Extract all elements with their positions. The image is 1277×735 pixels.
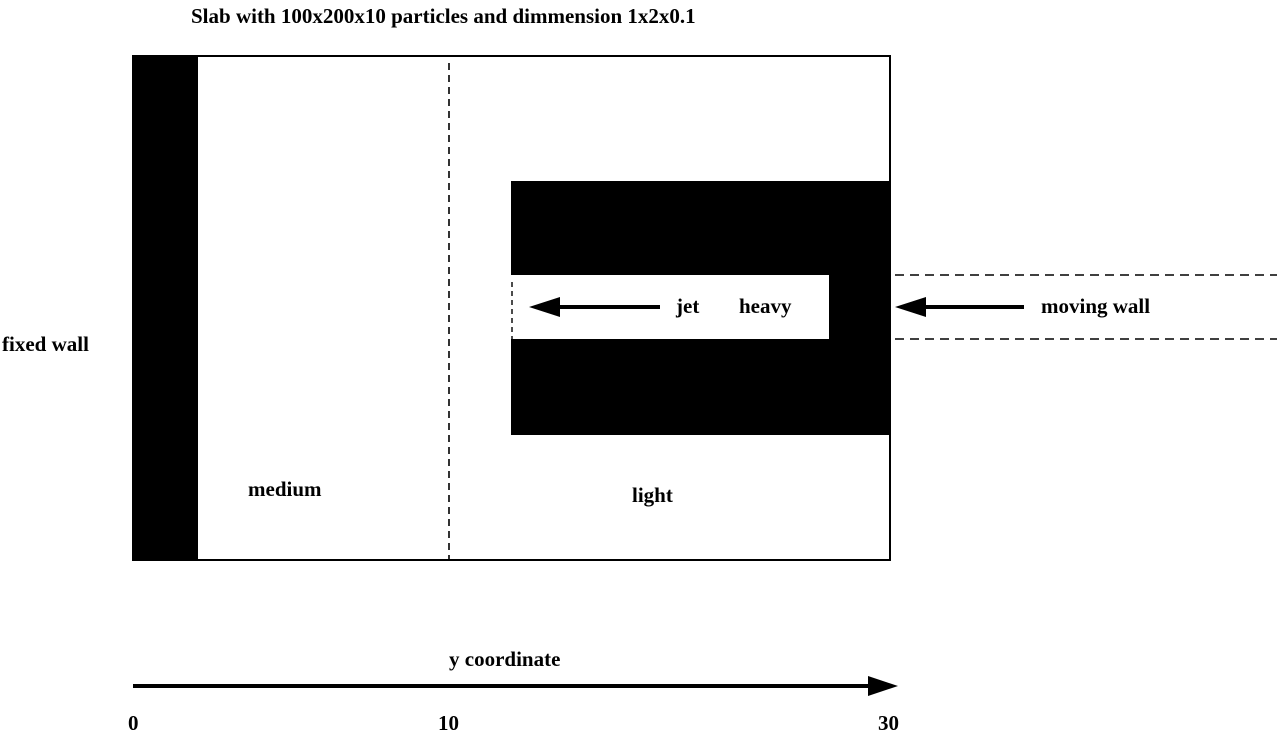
fixed-wall-label: fixed wall [2,332,89,356]
axis-tick-0: 0 [128,711,139,735]
diagram-title: Slab with 100x200x10 particles and dimme… [191,4,696,28]
medium-label: medium [248,477,322,501]
axis-tick-30: 30 [878,711,899,735]
y-axis-label: y coordinate [449,647,561,671]
heavy-label: heavy [739,294,792,318]
jet-label: jet [676,294,700,318]
moving-wall-arrow-icon [895,297,1024,317]
axis-tick-10: 10 [438,711,459,735]
jet-arrow-icon [529,297,660,317]
moving-wall-label: moving wall [1041,294,1151,318]
fixed-wall-region [133,56,198,560]
light-label: light [632,483,673,507]
y-axis-arrow-icon [133,676,898,696]
